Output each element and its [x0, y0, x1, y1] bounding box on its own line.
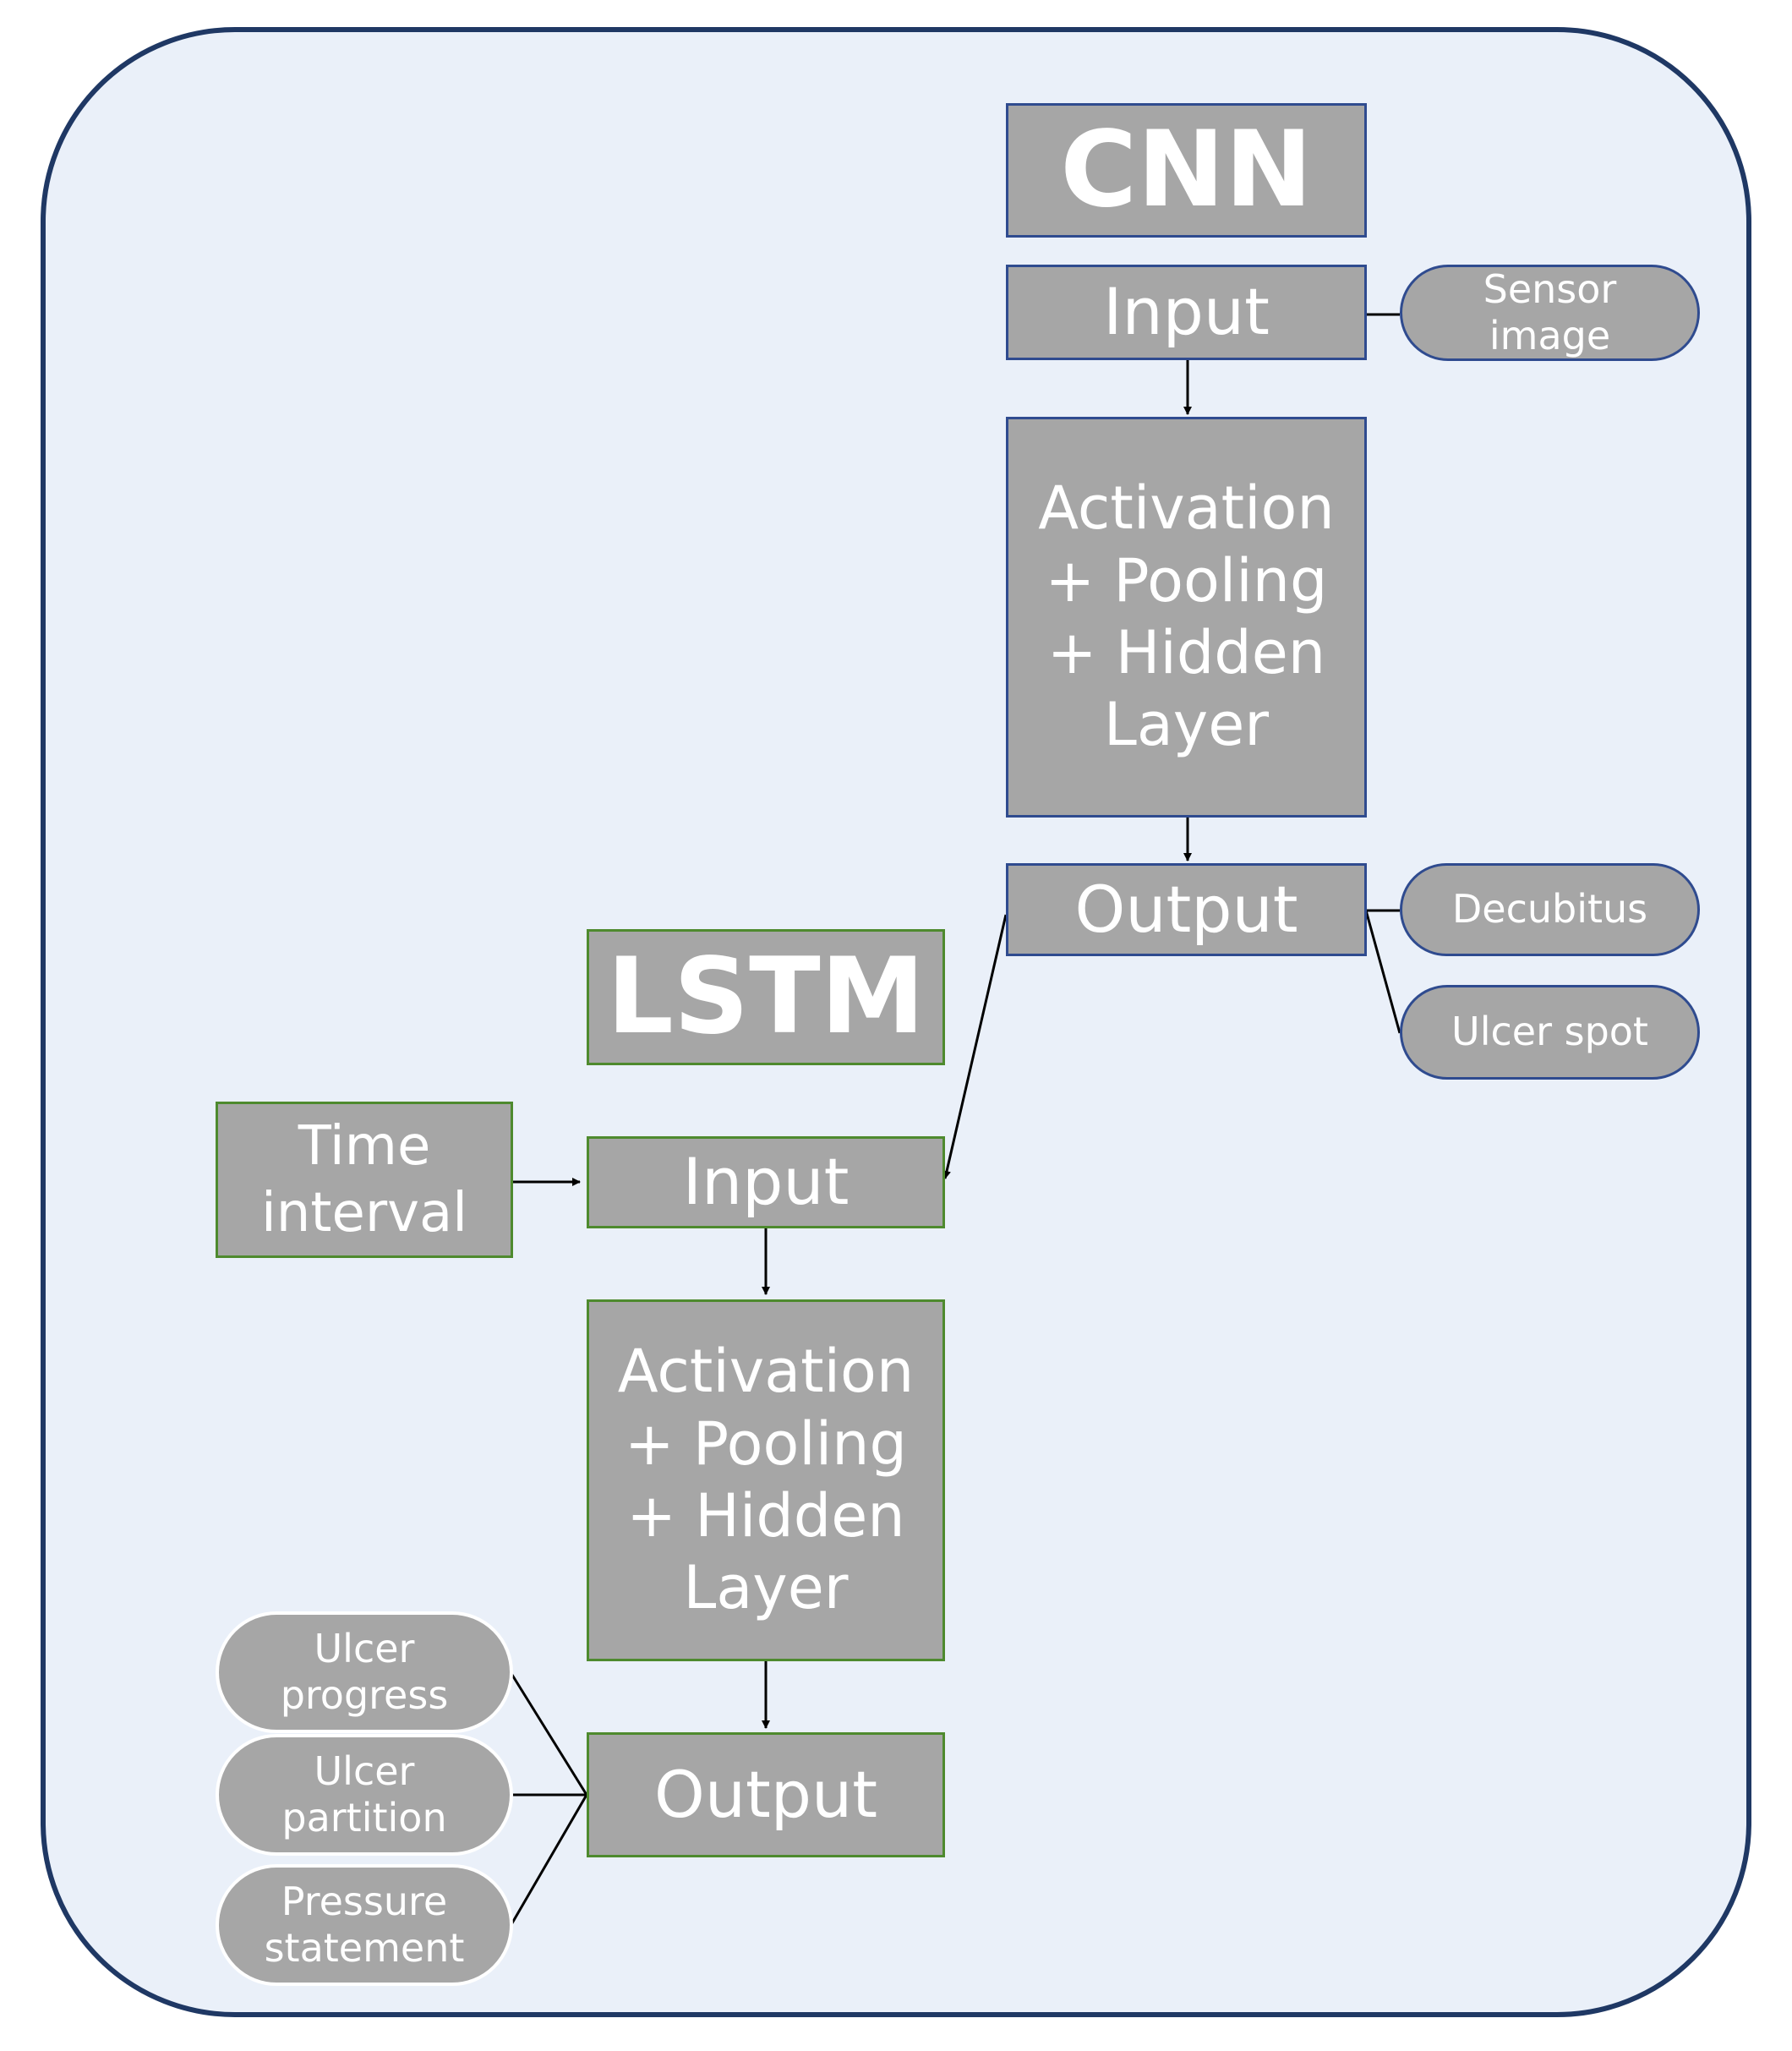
line-pressure-statement-to-output: [509, 1794, 588, 1927]
cnn-title: CNN: [1006, 103, 1367, 238]
cnn-input-tag-sensor-image: Sensor image: [1400, 265, 1700, 361]
lstm-title: LSTM: [587, 929, 945, 1065]
lstm-input-box: Input: [587, 1136, 945, 1228]
cnn-hidden-layer-box: Activation + Pooling + Hidden Layer: [1006, 417, 1367, 818]
cnn-output-box: Output: [1006, 863, 1367, 956]
cnn-output-tag-decubitus: Decubitus: [1400, 863, 1700, 956]
cnn-input-box: Input: [1006, 265, 1367, 360]
line-output-to-ulcer-spot: [1364, 910, 1401, 1034]
lstm-hidden-layer-box: Activation + Pooling + Hidden Layer: [587, 1299, 945, 1661]
lstm-output-box: Output: [587, 1732, 945, 1857]
lstm-output-tag-ulcer-progress: Ulcer progress: [216, 1611, 513, 1733]
arrow-cnn-output-to-lstm-input: [942, 914, 1008, 1179]
lstm-output-tag-pressure-statement: Pressure statement: [216, 1864, 513, 1986]
cnn-output-tag-ulcer-spot: Ulcer spot: [1400, 985, 1700, 1080]
line-ulcer-progress-to-output: [509, 1671, 588, 1796]
lstm-time-interval-box: Time interval: [216, 1102, 513, 1258]
lstm-output-tag-ulcer-partition: Ulcer partition: [216, 1734, 513, 1856]
